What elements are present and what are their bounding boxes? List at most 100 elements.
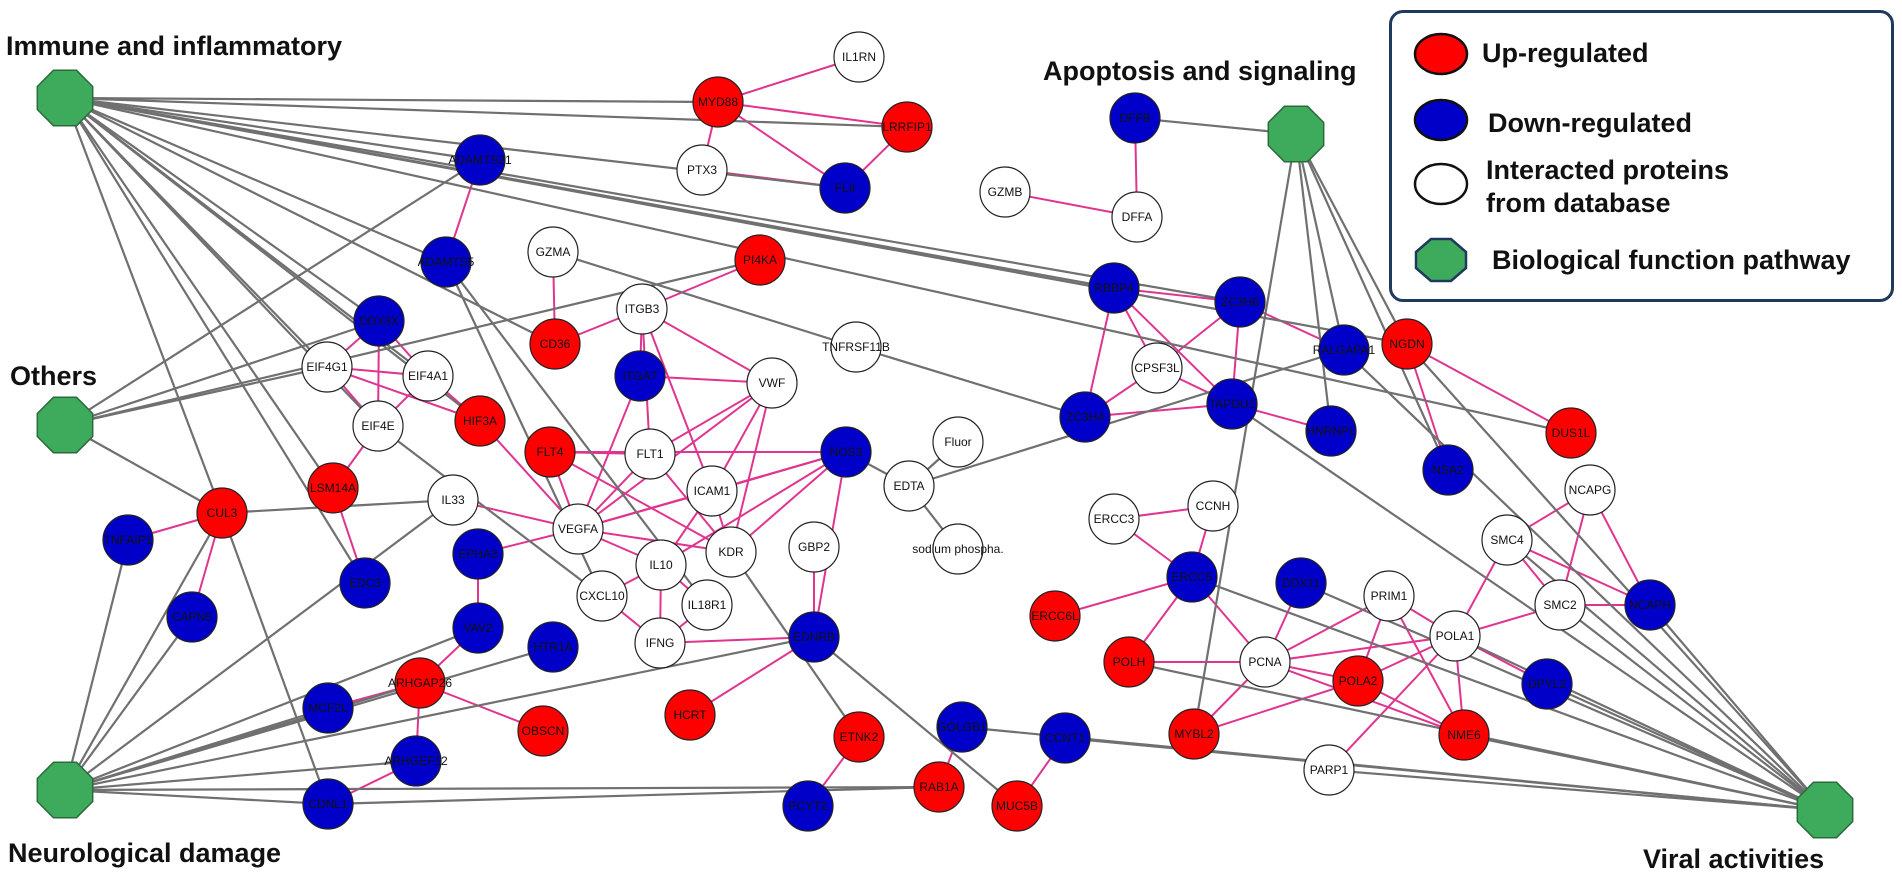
node-label: VWF: [759, 376, 786, 390]
edge-MYD88-LRRFIP1: [717, 101, 908, 128]
node-label: VAV2: [464, 621, 493, 635]
legend-up-label: Up-regulated: [1482, 38, 1649, 68]
edge-neuro-EDNRB: [64, 635, 815, 792]
edge-viral-PARP1: [1328, 768, 1826, 812]
node-label: DDX11: [1282, 576, 1320, 590]
node-circle: [307, 462, 359, 514]
node-circle: [302, 778, 354, 830]
node-obscn: OBSCN: [517, 705, 569, 757]
node-circle: [681, 579, 733, 631]
node-label: ERCC5: [1172, 570, 1213, 584]
edge-immune-DUS1L: [64, 96, 1572, 435]
edge-apoptosis-HNRNPL: [1294, 133, 1333, 432]
edge-VWF-KDR: [730, 382, 773, 553]
edge-apoptosis-NSA2: [1294, 133, 1450, 471]
node-itgb3: ITGB3: [616, 283, 668, 335]
node-label: FLT4: [536, 445, 563, 459]
edge-GZMA-TNFRSF11B: [552, 250, 857, 349]
node-label: IL33: [441, 493, 465, 507]
node-label: CDNL1: [308, 797, 348, 811]
node-flt1: FLT1: [624, 428, 676, 480]
edge-neuro-ARHGAP26: [64, 681, 421, 792]
node-circle: [1029, 590, 1081, 642]
node-circle: [991, 780, 1043, 832]
edge-neuro-IL33: [64, 499, 454, 791]
node-label: ITGA7: [623, 369, 658, 383]
node-label: MYBL2: [1174, 727, 1214, 741]
legend-down-swatch: [1413, 98, 1469, 142]
node-cpsf3l: CPSF3L: [1131, 342, 1183, 394]
edges-layer: [63, 56, 1826, 812]
node-ifng: IFNG: [634, 617, 686, 669]
node-golgb1: GOLGB1: [936, 701, 988, 753]
edge-immune-ZC3H6: [64, 96, 1241, 304]
edge-apoptosis-RALGAPA1: [1294, 133, 1346, 351]
legend-pathway-swatch: [1414, 237, 1468, 283]
hub-neuro: Neurological damage: [8, 761, 281, 868]
node-label: CD36: [540, 337, 571, 351]
edge-viral-ERCC5: [1191, 575, 1826, 812]
node-label: CCNT1: [1045, 731, 1085, 745]
node-circle: [517, 705, 569, 757]
node-circle: [1381, 318, 1433, 370]
node-circle: [676, 144, 728, 196]
node-label: KDR: [718, 545, 744, 559]
node-circle: [1363, 570, 1415, 622]
node-circle: [1088, 493, 1140, 545]
node-circle: [353, 295, 405, 347]
node-circle: [1429, 610, 1481, 662]
node-ccnt1: CCNT1: [1039, 712, 1091, 764]
node-label: POLH: [1113, 655, 1146, 669]
node-circle: [1187, 480, 1239, 532]
node-il33: IL33: [427, 474, 479, 526]
edge-others-ADAMTS21: [64, 159, 481, 426]
edge-ITGB3-ICAM1: [641, 308, 713, 492]
node-circle: [552, 503, 604, 555]
node-edc3: EDC3: [339, 557, 391, 609]
edge-RBBP4-TAPDU1: [1113, 287, 1233, 405]
node-circle: [788, 611, 840, 663]
node-circle: [1545, 407, 1597, 459]
legend-down-label: Down-regulated: [1488, 108, 1693, 138]
node-circle: [576, 570, 628, 622]
node-gbp2: GBP2: [788, 521, 840, 573]
node-cdnl1: CDNL1: [302, 778, 354, 830]
node-label: PI4KA: [743, 253, 777, 267]
node-dffa: DFFA: [1111, 191, 1163, 243]
node-label: ERCC6L: [1031, 609, 1079, 623]
node-circle: [524, 426, 576, 478]
node-ercc6l: ERCC6L: [1029, 590, 1081, 642]
node-circle: [454, 395, 506, 447]
node-label: RAB1A: [919, 780, 958, 794]
node-label: SMC2: [1543, 598, 1577, 612]
node-circle: [1624, 579, 1676, 631]
node-label: NME6: [1447, 728, 1481, 742]
hub-immune: Immune and inflammatory: [6, 31, 342, 127]
node-arhgef12: ARHGEF12: [384, 735, 448, 787]
edge-POLA1-PARP1: [1328, 635, 1456, 771]
node-rab1a: RAB1A: [913, 761, 965, 813]
node-pi4ka: PI4KA: [734, 234, 786, 286]
node-vwf: VWF: [746, 357, 798, 409]
node-hnrnpl: HNRNPL: [1305, 405, 1357, 457]
edge-CDNL1-RAB1A: [327, 785, 940, 806]
node-label: sodium phospha.: [912, 542, 1003, 556]
node-edta: EDTA: [883, 460, 935, 512]
edge-POLA1-PCNA: [1264, 635, 1456, 663]
hubs-layer: Immune and inflammatoryOthersNeurologica…: [6, 31, 1854, 874]
edge-immune-DDX3X: [64, 97, 380, 322]
node-ddx11: DDX11: [1275, 557, 1327, 609]
node-circle: [1111, 191, 1163, 243]
node-label: DPYL2: [1528, 677, 1566, 691]
node-circle: [302, 682, 354, 734]
node-flii: FLII: [819, 162, 871, 214]
node-circle: [830, 321, 882, 373]
edge-immune-LSM14A: [64, 97, 334, 489]
node-circle: [1534, 579, 1586, 631]
node-circle: [1109, 92, 1161, 144]
node-label: FLT1: [636, 447, 663, 461]
node-circle: [529, 318, 581, 370]
node-label: NCAPG: [1569, 483, 1612, 497]
node-label: NCAPH: [1629, 598, 1671, 612]
